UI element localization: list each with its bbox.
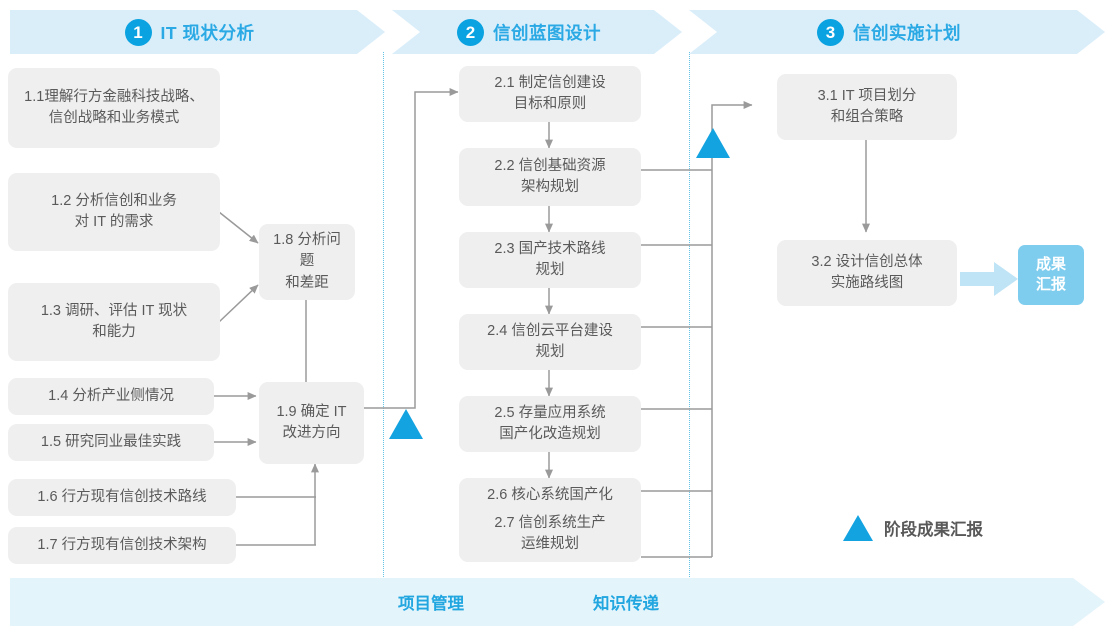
task-box-1-2[interactable]: 1.2 分析信创和业务 对 IT 的需求 <box>8 173 220 251</box>
task-box-2-2[interactable]: 2.2 信创基础资源 架构规划 <box>459 148 641 206</box>
task-box-1-6[interactable]: 1.6 行方现有信创技术路线 <box>8 479 236 516</box>
task-box-1-9[interactable]: 1.9 确定 IT 改进方向 <box>259 382 364 464</box>
phase-number-badge-2: 2 <box>457 19 484 46</box>
bottom-label-knowledge-transfer: 知识传递 <box>593 595 659 613</box>
task-box-2-1[interactable]: 2.1 制定信创建设 目标和原则 <box>459 66 641 122</box>
phase-title-1: IT 现状分析 <box>160 22 255 43</box>
task-box-2-4[interactable]: 2.4 信创云平台建设 规划 <box>459 314 641 370</box>
phase-title-2: 信创蓝图设计 <box>493 22 601 43</box>
bottom-band <box>10 578 1105 626</box>
result-arrow-icon <box>960 262 1018 296</box>
phase-header-2: 2 信创蓝图设计 <box>457 19 601 46</box>
phase-header-3: 3 信创实施计划 <box>817 19 961 46</box>
milestone-triangle-icon <box>843 515 873 541</box>
phase-band-3: 3 信创实施计划 <box>689 10 1105 54</box>
task-box-2-3[interactable]: 2.3 国产技术路线 规划 <box>459 232 641 288</box>
task-box-2-5[interactable]: 2.5 存量应用系统 国产化改造规划 <box>459 396 641 452</box>
task-box-1-4[interactable]: 1.4 分析产业侧情况 <box>8 378 214 415</box>
phase-band-1: 1 IT 现状分析 <box>10 10 385 54</box>
task-box-1-5[interactable]: 1.5 研究同业最佳实践 <box>8 424 214 461</box>
milestone-triangle-icon-phase1 <box>389 409 423 439</box>
phase-divider-1 <box>383 52 384 583</box>
task-box-1-3[interactable]: 1.3 调研、评估 IT 现状 和能力 <box>8 283 220 361</box>
milestone-triangle-icon-phase2 <box>696 128 730 158</box>
task-box-3-1[interactable]: 3.1 IT 项目划分 和组合策略 <box>777 74 957 140</box>
phase-band-2: 2 信创蓝图设计 <box>392 10 682 54</box>
phase-title-3: 信创实施计划 <box>853 22 961 43</box>
phase-number-badge-3: 3 <box>817 19 844 46</box>
phase-divider-2 <box>689 52 690 583</box>
task-box-3-2[interactable]: 3.2 设计信创总体 实施路线图 <box>777 240 957 306</box>
phase-header-1: 1 IT 现状分析 <box>125 19 255 46</box>
result-report-chip[interactable]: 成果 汇报 <box>1018 245 1084 305</box>
task-box-2-7-body[interactable]: 2.7 信创系统生产 运维规划 <box>459 506 641 562</box>
task-box-1-8[interactable]: 1.8 分析问题 和差距 <box>259 224 355 300</box>
legend-label: 阶段成果汇报 <box>884 521 983 539</box>
task-box-1-7[interactable]: 1.7 行方现有信创技术架构 <box>8 527 236 564</box>
phase-number-badge-1: 1 <box>125 19 152 46</box>
bottom-label-project-management: 项目管理 <box>398 595 464 613</box>
task-box-1-1[interactable]: 1.1理解行方金融科技战略、 信创战略和业务模式 <box>8 68 220 148</box>
legend: 阶段成果汇报 <box>843 515 983 541</box>
